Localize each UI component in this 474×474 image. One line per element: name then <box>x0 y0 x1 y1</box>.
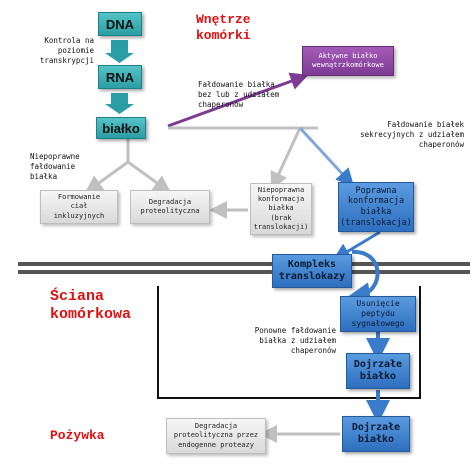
note-refolding: Ponowne fałdowanie białka z udziałem cha… <box>254 326 336 355</box>
rna-node: RNA <box>98 65 142 89</box>
arrow-degradation <box>127 160 172 194</box>
region-medium: Pożywka <box>50 428 105 443</box>
note-secretory-folding: Fałdowanie białek sekrecyjnych z udziałe… <box>360 120 464 149</box>
arrow-rna-protein <box>105 93 134 114</box>
correct-conformation-node: Poprawna konformacja białka (translokacj… <box>338 182 414 232</box>
proteolytic-degradation-node: Degradacja proteolityczna <box>130 190 210 224</box>
cell-wall-boundary <box>157 286 421 399</box>
inner-membrane <box>18 262 470 274</box>
arrow-dna-rna <box>105 40 134 63</box>
endogenous-degradation-node: Degradacja proteolityczna przez endogenn… <box>166 418 266 454</box>
incorrect-conformation-node: Niepoprawna konformacja białka (brak tra… <box>250 183 312 235</box>
mature-protein-wall-node: Dojrzałe białko <box>346 353 410 389</box>
mature-protein-medium-node: Dojrzałe białko <box>342 416 410 452</box>
inclusion-bodies-node: Formowanie ciał inkluzyjnych <box>40 190 118 224</box>
arrow-to-translocase <box>332 230 381 261</box>
translocase-curve-arrow <box>346 249 380 307</box>
signal-peptide-removal-node: Usunięcie peptydu sygnałowego <box>340 296 416 332</box>
arrow-to-incorrect <box>270 127 302 191</box>
note-folding: Fałdowanie białka bez lub z udziałem cha… <box>198 80 280 109</box>
note-misfolding: Niepoprawne fałdowanie białka <box>30 152 80 181</box>
protein-node: białko <box>96 117 146 139</box>
arrow-to-active-protein <box>167 72 309 128</box>
translocation-complex-node: Kompleks translokazy <box>272 254 352 288</box>
active-protein-node: Aktywne białko wewnątrzkomórkowe <box>302 46 394 76</box>
dna-node: DNA <box>98 12 142 36</box>
note-transcription-control: Kontrola na poziomie transkrypcji <box>39 36 94 65</box>
arrow-to-correct <box>298 126 355 187</box>
region-cell-wall: Ściana komórkowa <box>50 288 132 323</box>
arrow-inclusion <box>84 160 129 194</box>
region-cell-interior: Wnętrze komórki <box>196 12 251 43</box>
